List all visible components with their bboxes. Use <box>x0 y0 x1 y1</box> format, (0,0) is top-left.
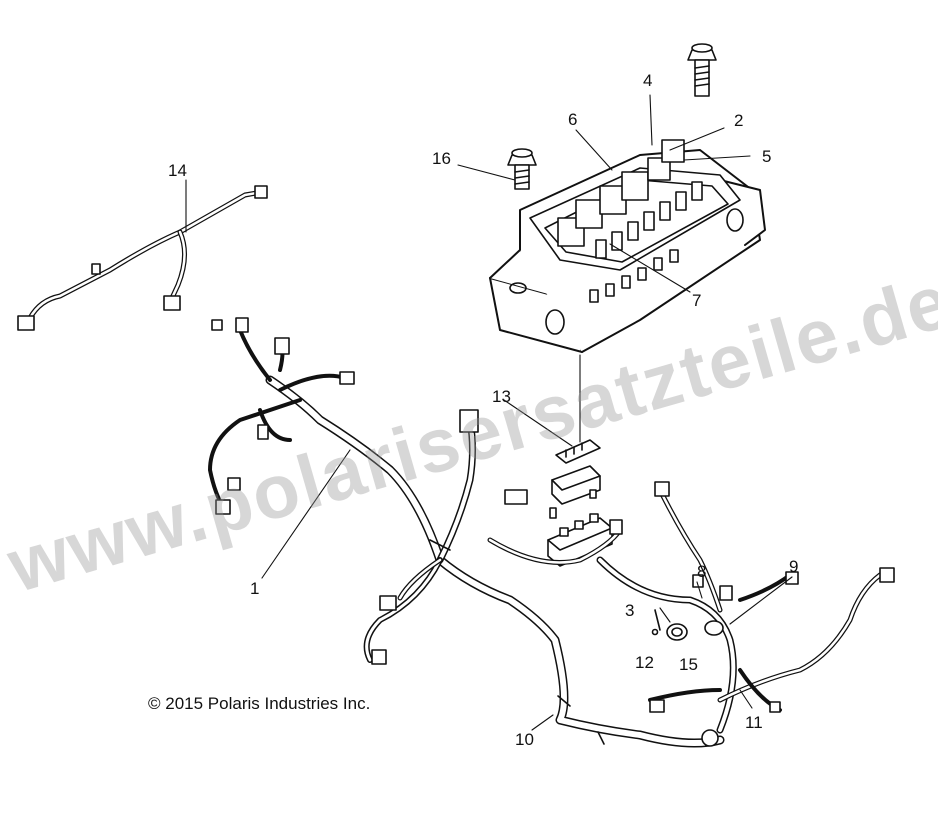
callout-4: 4 <box>643 71 653 90</box>
callout-16: 16 <box>432 149 451 168</box>
callout-6: 6 <box>568 110 578 129</box>
callout-11: 11 <box>745 713 763 732</box>
fuse-block-bracket <box>547 507 613 567</box>
callout-10: 10 <box>515 730 534 749</box>
small-parts <box>651 574 724 641</box>
callout-14: 14 <box>168 161 187 180</box>
leader-lines <box>185 94 793 731</box>
part-16-bolt <box>507 148 537 190</box>
fuse-holder <box>551 465 601 505</box>
callout-15: 15 <box>679 655 698 674</box>
part-14-harness <box>17 185 268 331</box>
main-harness <box>208 317 895 748</box>
callout-9: 9 <box>789 557 799 576</box>
callout-5: 5 <box>762 147 772 166</box>
fuse-box <box>489 139 766 353</box>
part-3-clip <box>654 609 661 631</box>
callout-7: 7 <box>692 291 702 310</box>
callout-8: 8 <box>697 562 707 581</box>
part-4-bolt <box>687 43 717 97</box>
copyright-notice: © 2015 Polaris Industries Inc. <box>148 694 371 713</box>
callout-13: 13 <box>492 387 511 406</box>
callout-2: 2 <box>734 111 744 130</box>
callout-1: 1 <box>250 579 260 598</box>
part-13-fuse-strip <box>555 439 601 464</box>
callout-3: 3 <box>625 601 635 620</box>
callout-12: 12 <box>635 653 654 672</box>
part-9-grommet <box>704 620 724 636</box>
part-12-clip <box>651 628 659 636</box>
part-15-grommet <box>666 623 688 641</box>
